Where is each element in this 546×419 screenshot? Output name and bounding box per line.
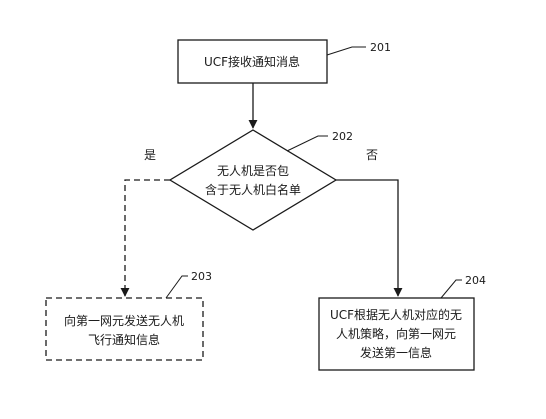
decision-ref: 202 [332,130,353,143]
decision-diamond [168,129,338,231]
arrow-yes-branch [120,179,170,297]
branch-yes-label: 是 [144,148,156,162]
decision-label-line1: 无人机是否包 [217,164,289,178]
start-box-ref-leader [326,46,366,56]
yes-box-label-line2: 飞行通知信息 [88,332,160,347]
decision-label-line2: 含于无人机白名单 [205,182,301,197]
no-box-ref: 204 [465,274,486,287]
arrow-no-branch [336,179,403,297]
branch-no-label: 否 [366,148,378,162]
start-box [177,39,328,84]
start-box-label: UCF接收通知消息 [204,54,300,69]
yes-box-label-line1: 向第一网元发送无人机 [64,313,184,328]
no-box [318,297,475,371]
start-box-ref: 201 [370,41,391,54]
no-box-ref-leader [440,279,462,299]
yes-box [45,297,204,361]
no-box-label-line3: 发送第一信息 [360,345,432,360]
no-box-label-line2: 人机策略，向第一网元 [336,326,456,341]
decision-ref-leader [286,135,328,152]
yes-box-ref-leader [165,275,188,299]
no-box-label-line1: UCF根据无人机对应的无 [330,307,462,322]
yes-box-ref: 203 [191,270,212,283]
